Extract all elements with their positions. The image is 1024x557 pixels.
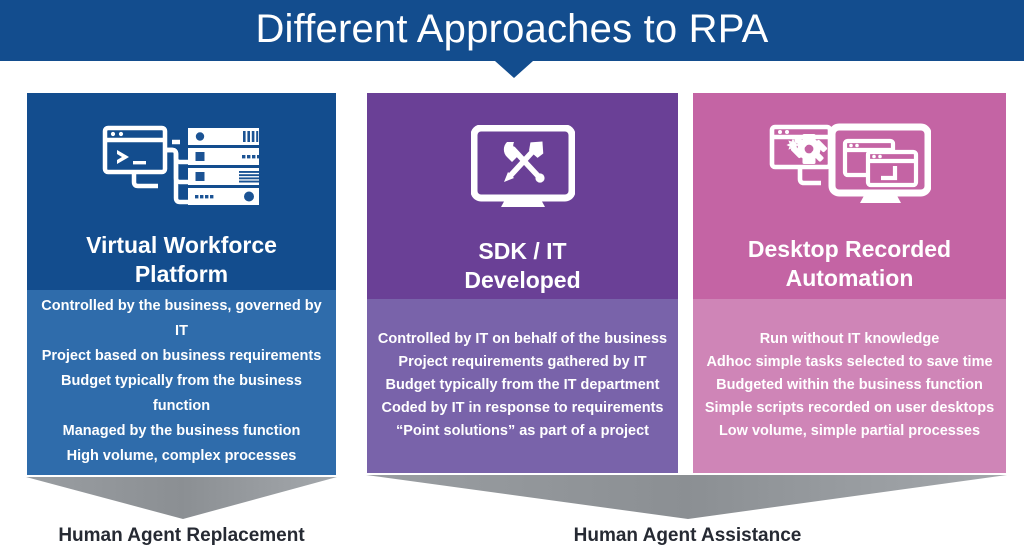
bullet-item: Budget typically from the business funct… [61, 373, 302, 414]
bullet-item: High volume, complex processes [66, 448, 297, 464]
column-sdk-it-developed: SDK / IT Developed Controlled by IT on b… [367, 93, 678, 473]
arrow-label-human-agent-assistance: Human Agent Assistance [573, 525, 802, 546]
bullet-item: Coded by IT in response to requirements [381, 399, 664, 416]
column-body: Run without IT knowledge Adhoc simple ta… [693, 299, 1006, 473]
bullet-item: Adhoc simple tasks selected to save time [706, 353, 993, 370]
bullet-item: Project requirements gathered by IT [398, 353, 647, 370]
column-desktop-recorded-automation: Desktop Recorded Automation Run without … [693, 93, 1006, 473]
column-virtual-workforce-platform: Virtual Workforce Platform Controlled by… [27, 93, 336, 475]
column-title: Virtual Workforce Platform [86, 232, 277, 287]
arrow-human-agent-replacement [26, 477, 337, 526]
arrow-human-agent-assistance [366, 475, 1007, 526]
arrow-label-human-agent-replacement: Human Agent Replacement [58, 525, 305, 546]
bullet-item: “Point solutions” as part of a project [396, 422, 649, 439]
column-header: SDK / IT Developed [367, 93, 678, 299]
column-title: Desktop Recorded Automation [747, 236, 952, 291]
column-title: SDK / IT Developed [464, 238, 581, 293]
bullet-item: Managed by the business function [62, 423, 301, 439]
bullet-item: Low volume, simple partial processes [718, 422, 981, 439]
bullet-item: Project based on business requirements [41, 348, 322, 364]
banner-notch-arrow [495, 61, 533, 78]
bullet-item: Run without IT knowledge [759, 330, 940, 347]
column-header: Virtual Workforce Platform [27, 93, 336, 290]
bullet-item: Simple scripts recorded on user desktops [704, 399, 995, 416]
terminal-server-rack-icon [102, 123, 262, 209]
bullet-item: Budget typically from the IT department [385, 376, 660, 393]
bullet-item: Controlled by the business, governed by … [41, 298, 322, 339]
bullet-item: Budgeted within the business function [716, 376, 983, 393]
bullet-item: Controlled by IT on behalf of the busine… [377, 330, 668, 347]
title-banner: Different Approaches to RPA [0, 0, 1024, 61]
monitor-tools-icon [470, 125, 575, 211]
column-header: Desktop Recorded Automation [693, 93, 1006, 299]
column-body: Controlled by the business, governed by … [27, 290, 336, 475]
gear-window-monitor-icon [769, 123, 931, 209]
page-title: Different Approaches to RPA [255, 7, 769, 51]
column-body: Controlled by IT on behalf of the busine… [367, 299, 678, 473]
